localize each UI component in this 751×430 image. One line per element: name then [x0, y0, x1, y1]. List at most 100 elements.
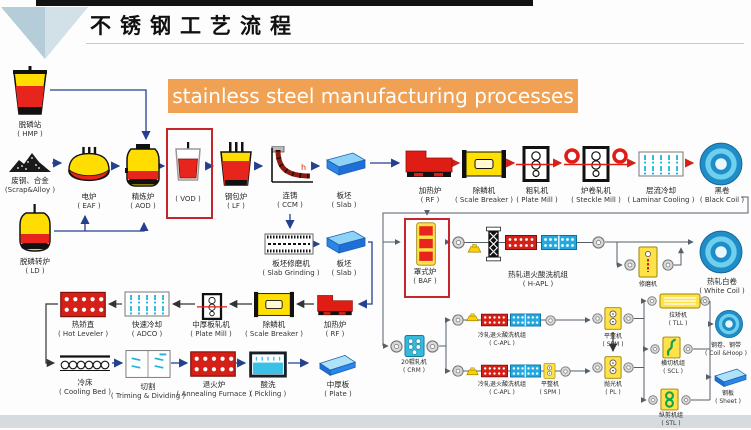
banner-caption: stainless steel manufacturing processes [168, 79, 578, 113]
spm-label: 平整机( SPM ) [602, 333, 624, 348]
baf-highlight-box [404, 218, 450, 298]
pickling-section-icon [510, 313, 541, 327]
triming-dividing-label: 切割( Triming & Dividing ) [110, 382, 186, 400]
looper-tower-icon [486, 225, 501, 263]
slab-icon [322, 228, 368, 258]
coiler-icon [592, 362, 603, 373]
cutting-machine-icon [125, 349, 171, 379]
reheating-furnace-icon [404, 146, 454, 180]
rf-label: 加热炉( RF ) [418, 186, 442, 204]
white-coil-icon [698, 229, 744, 275]
polishing-mill-icon [604, 355, 622, 380]
white-coil-label: 热轧白卷( White Coil ) [699, 277, 745, 295]
annealing-furnace-label: 退火炉( Annealing Furnace ) [176, 380, 252, 398]
lf-ladle-furnace-icon [216, 142, 256, 188]
coiler-icon [623, 362, 634, 373]
baf-label: 罩式炉( BAF ) [413, 267, 437, 285]
coiler-icon [452, 236, 465, 249]
coiler-icon [390, 340, 403, 353]
plate-icon [312, 352, 362, 377]
pickling-section-icon [541, 235, 577, 250]
coiler-icon [648, 395, 658, 405]
slab-grinding-machine-icon [264, 233, 314, 255]
coiler-icon [545, 315, 556, 326]
eaf-furnace-icon [66, 146, 112, 186]
coiler-icon [592, 313, 603, 324]
steckle-mill-label: 炉卷轧机( Steckle Mill ) [571, 186, 621, 204]
scale-breaker-label: 除鳞机( Scale Breaker ) [244, 320, 304, 338]
h-apl-label: 热轧退火酸洗机组( H-APL ) [508, 270, 568, 288]
coiler-icon [681, 395, 691, 405]
payoff-reel-icon [466, 367, 479, 376]
ld-label: 脱磷转炉( LD ) [20, 257, 50, 275]
scale-breaker-icon [462, 150, 506, 178]
title-underline [86, 43, 744, 44]
annealing-section-icon [481, 364, 508, 378]
cut-to-length-icon [662, 336, 681, 359]
c-apl-label: 冷轧退火酸洗机组( C-APL ) [477, 381, 527, 396]
coiler-icon [452, 314, 464, 326]
slab-label: 板坯( Slab ) [331, 191, 357, 209]
coiler-icon [662, 259, 674, 271]
laminar-cooling-icon [638, 151, 684, 177]
footer-strip [0, 415, 751, 428]
coiler-icon [624, 259, 636, 271]
slitting-line-icon [660, 388, 679, 411]
payoff-reel-icon [467, 244, 482, 253]
tll-label: 拉矫机( TLL ) [668, 312, 688, 327]
scl-label: 横切机组( SCL ) [660, 360, 686, 375]
annealing-section-icon [505, 235, 537, 250]
plate-mill-label: 中厚板轧机( Plate Mill ) [190, 320, 232, 338]
slab-grinding-label: 板坯修磨机( Slab Grinding ) [262, 259, 320, 277]
scale-breaker-label: 除鳞机( Scale Breaker ) [454, 186, 514, 204]
vod-highlight-box [166, 128, 213, 219]
plate-mill-label: 粗轧机( Plate Mill ) [516, 186, 558, 204]
slab-label: 板坯( Slab ) [331, 259, 357, 277]
hmp-label: 脱磷站( HMP ) [17, 120, 43, 138]
lf-label: 钢包炉( LF ) [224, 192, 248, 210]
c-apl-label: 冷轧退火酸洗机组( C-APL ) [477, 332, 527, 347]
annealing-section-icon [481, 313, 508, 327]
tension-leveler-icon [659, 293, 701, 309]
spm-mill-icon [604, 306, 622, 331]
slab-icon [322, 150, 368, 180]
pickling-tank-icon [248, 351, 288, 378]
pickling-section-icon [510, 364, 541, 378]
grinder-machine-icon [638, 246, 658, 278]
spm-mill-icon [543, 363, 556, 379]
black-coil-icon [698, 141, 744, 187]
annealing-furnace-icon [190, 351, 236, 377]
hmp-ladle-icon [10, 66, 50, 118]
scrap-pile-icon [8, 150, 52, 174]
laminar-cooling-label: 层流冷却( Laminar Cooling ) [627, 186, 695, 204]
hot-leveler-icon [60, 291, 106, 318]
scale-breaker-icon [254, 291, 294, 318]
spm-label: 平整机( SPM ) [539, 381, 561, 396]
pl-label: 抛光机( PL ) [603, 381, 623, 396]
black-coil-label: 黑卷( Black Coil ) [699, 186, 745, 204]
hot-leveler-label: 热矫直( Hot Leveler ) [57, 320, 109, 338]
coil-hoop-label: 钢卷、钢带( Coil &Hoop ) [705, 342, 747, 357]
coiler-icon [700, 296, 710, 306]
vod-label: ( VOD ) [175, 195, 201, 203]
coiler-icon [623, 313, 634, 324]
reheating-furnace-icon [316, 289, 354, 320]
coiler-icon [592, 236, 605, 249]
sheet-icon [712, 366, 748, 388]
sheet-label: 钢板( Sheet ) [715, 390, 741, 405]
grinder-label: 修磨机 [638, 281, 658, 288]
crm-label: 20辊轧机( CRM ) [401, 359, 427, 374]
pickling-label: 酸洗( Pickling ) [249, 380, 287, 398]
coiler-icon [560, 366, 571, 377]
vod-vessel-icon [173, 142, 203, 184]
plate-mill-icon [516, 146, 556, 182]
page-title: 不锈钢工艺流程 [90, 14, 300, 38]
aod-converter-icon [124, 144, 162, 188]
scrap-label: 废钢、合金(Scrap&Alloy ) [4, 176, 56, 194]
aod-label: 精炼炉( AOD ) [130, 192, 156, 210]
adco-cooling-icon [124, 291, 170, 317]
coil-hoop-icon [714, 309, 744, 339]
stl-label: 纵剪机组( STL ) [658, 412, 684, 427]
